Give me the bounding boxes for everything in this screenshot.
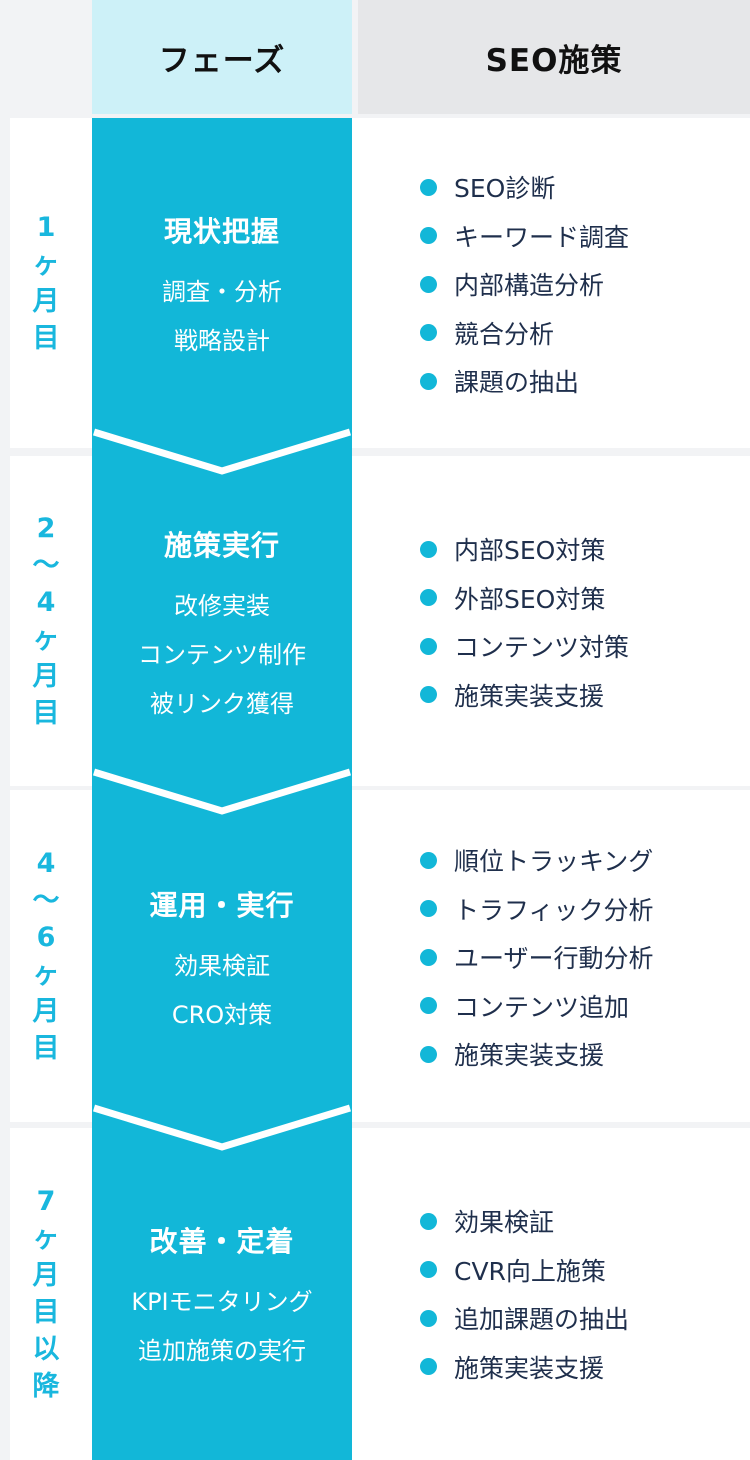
- bullet-dot-icon: [420, 851, 437, 869]
- month-label-1: 1 ヶ 月 目: [32, 212, 60, 354]
- phase-line: 被リンク獲得: [150, 690, 294, 718]
- phase-title: 運用・実行: [149, 889, 295, 922]
- list-item: コンテンツ対策: [420, 622, 629, 671]
- bullet-dot-icon: [420, 1261, 437, 1279]
- phase-block-4: 改善・定着 KPIモニタリング 追加施策の実行: [92, 1220, 352, 1376]
- header-phase: フェーズ: [92, 0, 352, 114]
- phase-title: 現状把握: [163, 215, 280, 248]
- phase-column: [92, 118, 352, 1460]
- phase-title: 施策実行: [163, 529, 280, 562]
- bullet-dot-icon: [420, 1358, 437, 1376]
- list-item: SEO診断: [420, 163, 629, 212]
- bullet-dot-icon: [420, 1045, 437, 1063]
- bullet-dot-icon: [420, 948, 437, 966]
- list-item: 課題の抽出: [420, 357, 629, 406]
- list-item: 効果検証: [420, 1197, 629, 1246]
- list-item: CVR向上施策: [420, 1246, 629, 1295]
- list-item: キーワード調査: [420, 212, 629, 261]
- list-item: 施策実装支援: [420, 1343, 629, 1392]
- bullet-dot-icon: [420, 637, 437, 655]
- bullet-dot-icon: [420, 372, 437, 390]
- bullet-dot-icon: [420, 178, 437, 196]
- bullet-dot-icon: [420, 997, 437, 1015]
- list-item: 内部構造分析: [420, 260, 629, 309]
- bullet-dot-icon: [420, 324, 437, 342]
- chevron-down-icon: [92, 428, 352, 475]
- list-item: 外部SEO対策: [420, 574, 629, 623]
- header-seo: SEO施策: [358, 0, 750, 114]
- month-label-2: 2 〜 4 ヶ 月 目: [32, 513, 60, 729]
- bullet-dot-icon: [420, 1309, 437, 1327]
- seo-list-4: 効果検証 CVR向上施策 追加課題の抽出 施策実装支援: [420, 1197, 629, 1391]
- seo-list-1: SEO診断 キーワード調査 内部構造分析 競合分析 課題の抽出: [420, 163, 629, 406]
- seo-list-2: 内部SEO対策 外部SEO対策 コンテンツ対策 施策実装支援: [420, 525, 629, 719]
- chevron-down-icon: [92, 768, 352, 815]
- phase-line: 改修実装: [174, 592, 270, 620]
- bullet-dot-icon: [420, 275, 437, 293]
- bullet-dot-icon: [420, 589, 437, 607]
- list-item: 追加課題の抽出: [420, 1294, 629, 1343]
- list-item: ユーザー行動分析: [420, 933, 654, 982]
- list-item: トラフィック分析: [420, 885, 654, 934]
- bullet-dot-icon: [420, 900, 437, 918]
- list-item: 順位トラッキング: [420, 836, 654, 885]
- month-label-3: 4 〜 6 ヶ 月 目: [32, 848, 60, 1064]
- phase-block-2: 施策実行 改修実装 コンテンツ制作 被リンク獲得: [92, 524, 352, 729]
- list-item: 施策実装支援: [420, 1030, 654, 1079]
- chevron-down-icon: [92, 1104, 352, 1151]
- list-item: 施策実装支援: [420, 671, 629, 720]
- list-item: 競合分析: [420, 309, 629, 358]
- list-item: コンテンツ追加: [420, 982, 654, 1031]
- bullet-dot-icon: [420, 540, 437, 558]
- phase-line: 調査・分析: [162, 278, 282, 306]
- phase-title: 改善・定着: [149, 1225, 295, 1258]
- phase-line: 戦略設計: [174, 327, 270, 355]
- phase-block-1: 現状把握 調査・分析 戦略設計: [92, 210, 352, 366]
- phase-line: 効果検証: [174, 952, 270, 980]
- seo-list-3: 順位トラッキング トラフィック分析 ユーザー行動分析 コンテンツ追加 施策実装支…: [420, 836, 654, 1079]
- month-label-4: 7 ヶ 月 目 以 降: [32, 1186, 60, 1402]
- phase-block-3: 運用・実行 効果検証 CRO対策: [92, 884, 352, 1040]
- phase-line: コンテンツ制作: [138, 641, 306, 669]
- bullet-dot-icon: [420, 227, 437, 245]
- bullet-dot-icon: [420, 1212, 437, 1230]
- list-item: 内部SEO対策: [420, 525, 629, 574]
- bullet-dot-icon: [420, 686, 437, 704]
- phase-line: KPIモニタリング: [131, 1288, 313, 1316]
- phase-line: CRO対策: [171, 1001, 273, 1029]
- phase-line: 追加施策の実行: [138, 1337, 306, 1365]
